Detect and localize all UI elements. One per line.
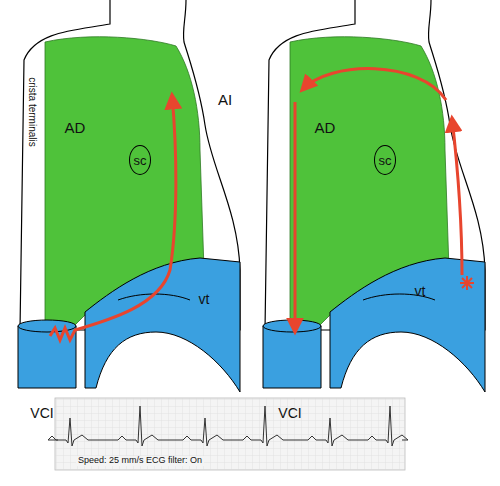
chamber-label: AD	[315, 120, 336, 137]
node-text: sc	[134, 153, 147, 168]
ecg-grid	[55, 398, 405, 470]
vessel-label: VCI	[278, 406, 301, 421]
vessel-label: VCI	[30, 406, 53, 421]
chamber-label: AD	[65, 120, 86, 137]
valve-label: vt	[199, 292, 210, 307]
ecg-caption: Speed: 25 mm/s ECG filter: On	[76, 456, 204, 466]
ecg-line	[48, 406, 408, 446]
right-atrium-right	[263, 0, 485, 392]
right-atrium-left	[18, 0, 240, 392]
node-text: sc	[379, 153, 392, 168]
chamber-label: AI	[218, 92, 232, 109]
valve-label: vt	[415, 284, 426, 299]
structure-label: crista terminalis	[27, 77, 38, 146]
activation-arrow	[294, 102, 297, 332]
activation-arrow	[452, 118, 462, 275]
coronary-sinus-ostium: sc	[129, 145, 151, 175]
ecg-trace	[48, 406, 408, 446]
activation-arrow	[50, 95, 176, 340]
origin-asterisk	[460, 276, 474, 290]
activation-arrow	[302, 69, 446, 100]
ecg-strip	[55, 398, 405, 470]
coronary-sinus-ostium: sc	[374, 145, 396, 175]
